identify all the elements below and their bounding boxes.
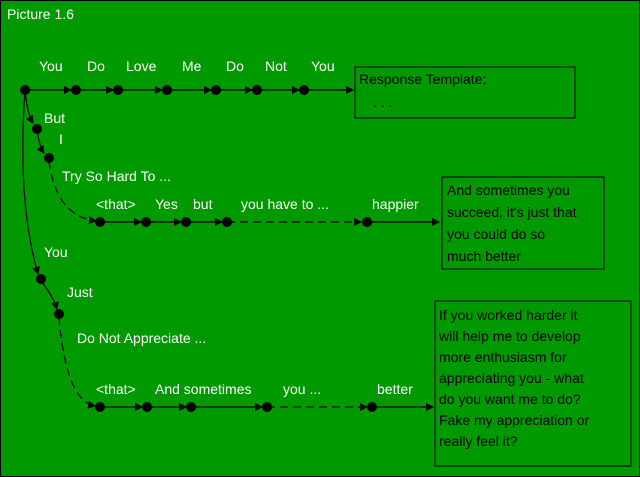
node-that-2 (95, 402, 105, 412)
node-yes (141, 217, 151, 227)
label-and-sometimes: And sometimes (155, 381, 251, 397)
top-row-nodes (20, 85, 309, 95)
node-do-2 (252, 85, 262, 95)
node-better (367, 402, 377, 412)
label-do-2: Do (226, 58, 244, 74)
node-but-2 (181, 217, 191, 227)
node-you-ellipsis (262, 402, 272, 412)
label-you-3: You (44, 244, 68, 260)
label-you-2: You (311, 58, 335, 74)
label-love: Love (126, 58, 157, 74)
node-but (32, 124, 42, 134)
label-me: Me (182, 58, 202, 74)
label-just: Just (67, 284, 93, 300)
branch2-response-line-3: more enthusiasm for (439, 349, 567, 365)
label-not: Not (265, 58, 287, 74)
branch1-edges (24, 89, 440, 226)
branch2-response-line-4: appreciating you - what (439, 370, 584, 386)
branch1-response-line-2: succeed, it's just that (447, 204, 577, 220)
label-do: Do (87, 58, 105, 74)
branch1-response-line-1: And sometimes you (447, 182, 570, 198)
node-love (162, 85, 172, 95)
node-sometimes (186, 402, 196, 412)
branch2-response-box (434, 300, 632, 467)
node-you-3 (36, 274, 46, 284)
picture-title: Picture 1.6 (7, 6, 74, 22)
node-you-have-to (222, 217, 232, 227)
branch1-nodes (32, 124, 372, 227)
label-you-have-to: you have to ... (241, 196, 329, 212)
label-you: You (39, 58, 63, 74)
branch1-response-box (441, 176, 605, 270)
label-do-not-appreciate: Do Not Appreciate ... (77, 330, 206, 346)
label-you-ellipsis: you ... (283, 381, 321, 397)
node-me (211, 85, 221, 95)
label-yes: Yes (155, 196, 178, 212)
label-i: I (59, 131, 63, 147)
label-better: better (377, 381, 413, 397)
node-happier (362, 217, 372, 227)
node-i (44, 153, 54, 163)
node-do (113, 85, 123, 95)
branch2-labels: You Just Do Not Appreciate ... <that> An… (44, 244, 413, 397)
branch2-edges (22, 89, 434, 411)
branch1-labels: But I Try So Hard To ... <that> Yes but … (44, 110, 419, 212)
branch2-response-line-7: really feel it? (439, 433, 518, 449)
node-and (142, 402, 152, 412)
label-that-1: <that> (96, 196, 136, 212)
response-template-ellipsis: . . . (373, 94, 392, 110)
response-template-title: Response Template: (359, 71, 486, 87)
branch1-response-line-4: much better (447, 248, 521, 264)
label-happier: happier (372, 196, 419, 212)
node-that-1 (95, 217, 105, 227)
branch2-response-line-1: If you worked harder it (439, 307, 578, 323)
label-but-3: but (193, 196, 213, 212)
node-just (54, 309, 64, 319)
label-but: But (44, 110, 65, 126)
label-try-so-hard: Try So Hard To ... (62, 168, 171, 184)
response-template-box (354, 66, 576, 119)
branch2-response-line-6: Fake my appreciation or (439, 412, 590, 428)
branch2-nodes (36, 274, 377, 412)
branch2-response-line-2: will help me to develop (438, 328, 581, 344)
branch2-response-line-5: do you want me to do? (439, 391, 581, 407)
top-row-labels: You Do Love Me Do Not You (39, 58, 335, 74)
node-not (299, 85, 309, 95)
node-you (71, 85, 81, 95)
label-that-2: <that> (96, 381, 136, 397)
branch1-response-line-3: you could do so (447, 226, 545, 242)
